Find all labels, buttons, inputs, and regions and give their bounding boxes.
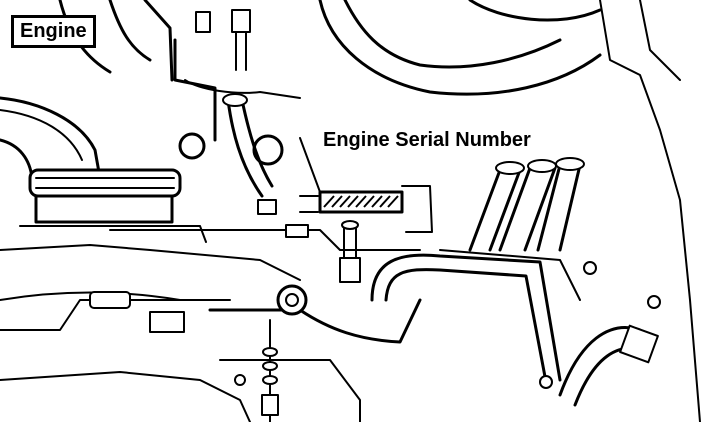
serial-plate [257,137,433,238]
sensor-bolts [173,9,301,166]
exhaust-pipes [439,157,585,301]
intake-duct [0,96,102,180]
section-label-box: Engine [11,15,96,48]
coolant-pipe [339,220,562,389]
section-label: Engine [20,20,87,42]
callout-engine-serial-number: Engine Serial Number [321,128,533,152]
hose-clamp [19,168,207,243]
right-hose [558,261,661,407]
engine-block [0,229,422,422]
upper-hoses [58,0,701,422]
vacuum-hose [222,93,274,198]
callout-label: Engine Serial Number [323,129,531,151]
lower-rod [234,319,279,422]
